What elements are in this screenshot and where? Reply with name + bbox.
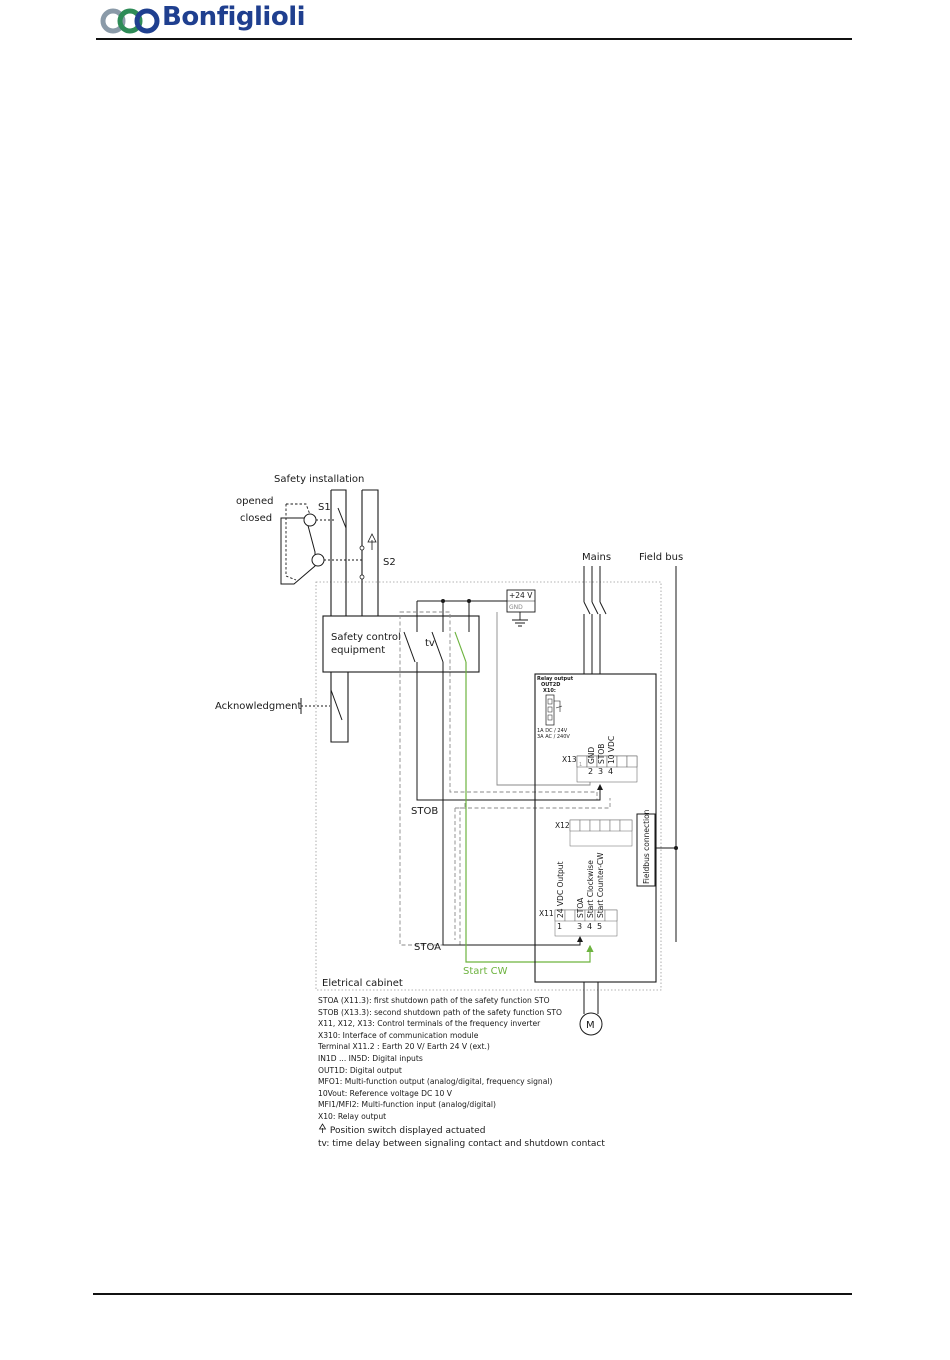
legend-item: STOB (X13.3): second shutdown path of th… <box>318 1007 563 1017</box>
x13-number-4: 4 <box>608 767 613 776</box>
legend-item: Terminal X11.2 : Earth 20 V/ Earth 24 V … <box>318 1042 490 1052</box>
out2d-label: OUT2D <box>541 682 560 688</box>
safety-control-equipment <box>322 615 480 673</box>
plus-24v-label: +24 V <box>509 591 533 600</box>
header-rule <box>96 38 852 40</box>
x13-gnd-label: GND <box>587 747 596 764</box>
x11-start-cw-label: Start Clockwise <box>586 860 595 918</box>
bonfiglioli-logo: Bonfiglioli <box>100 2 310 37</box>
x12-terminal-block <box>569 819 633 847</box>
x11-terminal-block <box>554 909 618 937</box>
closed-label: closed <box>240 513 272 524</box>
electrical-cabinet-boundary <box>315 581 662 991</box>
x11-number-4: 4 <box>587 922 592 931</box>
legend-item: X310: Interface of communication module <box>318 1030 479 1040</box>
relay-rating-line1: 1A DC / 24V <box>537 728 568 734</box>
safety-rail-left <box>330 489 347 616</box>
x11-number-1: 1 <box>557 922 562 931</box>
s1-actuator-icon <box>303 513 317 527</box>
svg-text:1: 1 <box>579 762 582 768</box>
x13-number-3: 3 <box>598 767 603 776</box>
x13-stob-label: STOB <box>597 744 606 764</box>
field-bus-label: Field bus <box>639 552 683 563</box>
safety-control-line2: equipment <box>331 645 385 656</box>
legend-item: MFI1/MFI2: Multi-function input (analog/… <box>318 1100 496 1110</box>
x13-number-2: 2 <box>588 767 593 776</box>
tv-label: tv <box>425 638 435 649</box>
relay-output-label: Relay output <box>537 676 574 682</box>
opened-label: opened <box>236 496 273 507</box>
legend-item: tv: time delay between signaling contact… <box>318 1138 605 1149</box>
legend-item: STOA (X11.3): first shutdown path of the… <box>318 996 550 1005</box>
x11-24vdc-label: 24 VDC Output <box>556 861 565 918</box>
legend-item-position-switch: Position switch displayed actuated <box>318 1122 658 1137</box>
legend-item: X11, X12, X13: Control terminals of the … <box>318 1019 541 1029</box>
frequency-inverter <box>534 673 657 983</box>
position-switch-arrow-icon <box>367 533 377 550</box>
stob-label: STOB <box>411 806 438 817</box>
brand-wordmark: Bonfiglioli <box>162 2 306 32</box>
s2-label: S2 <box>383 557 396 568</box>
x13-10vdc-label: 10 VDC <box>607 736 616 764</box>
x10-label: X10: <box>543 688 556 694</box>
s1-label: S1 <box>318 502 331 513</box>
fieldbus-connection-label: Fieldbus connection <box>642 809 651 884</box>
motor-label: M <box>586 1020 595 1031</box>
safety-installation-label: Safety installation <box>274 474 364 485</box>
x11-number-5: 5 <box>597 922 602 931</box>
logo-mark-icon <box>100 8 160 34</box>
fieldbus-connection-box <box>636 813 656 887</box>
safety-rail-right <box>361 489 379 616</box>
diagram-legend: STOA (X11.3): first shutdown path of the… <box>318 995 658 1151</box>
relay-rating-line2: 3A AC / 240V <box>537 734 570 740</box>
guard-door-opened <box>285 503 313 581</box>
safety-control-line1: Safety control <box>331 632 401 643</box>
legend-item: MFO1: Multi-function output (analog/digi… <box>318 1077 553 1087</box>
gnd-label: GND <box>509 604 523 611</box>
legend-item: IN1D ... IN5D: Digital inputs <box>318 1053 423 1063</box>
cabinet-label: Eletrical cabinet <box>322 978 403 989</box>
ground-icon <box>512 612 528 627</box>
legend-item: 10Vout: Reference voltage DC 10 V <box>318 1088 452 1098</box>
x11-stoa-label: STOA <box>576 897 585 918</box>
footer-rule <box>93 1293 852 1295</box>
x13-terminal-block <box>576 755 638 783</box>
legend-item: X10: Relay output <box>318 1111 387 1121</box>
acknowledgment-label: Acknowledgment <box>215 701 301 712</box>
x12-label: X12 <box>555 821 570 830</box>
motor-icon <box>579 1012 603 1036</box>
stoa-label: STOA <box>414 942 441 953</box>
position-switch-legend-icon <box>318 1122 327 1133</box>
legend-item: OUT1D: Digital output <box>318 1065 402 1075</box>
s2-actuator-icon <box>311 553 325 567</box>
mains-label: Mains <box>582 552 611 563</box>
x13-label: X13 <box>562 755 577 764</box>
x11-number-3: 3 <box>577 922 582 931</box>
x10-relay-terminal <box>545 694 555 726</box>
start-cw-label: Start CW <box>463 966 508 977</box>
x11-label: X11 <box>539 909 554 918</box>
x11-start-ccw-label: Start Counter-CW <box>596 852 605 918</box>
